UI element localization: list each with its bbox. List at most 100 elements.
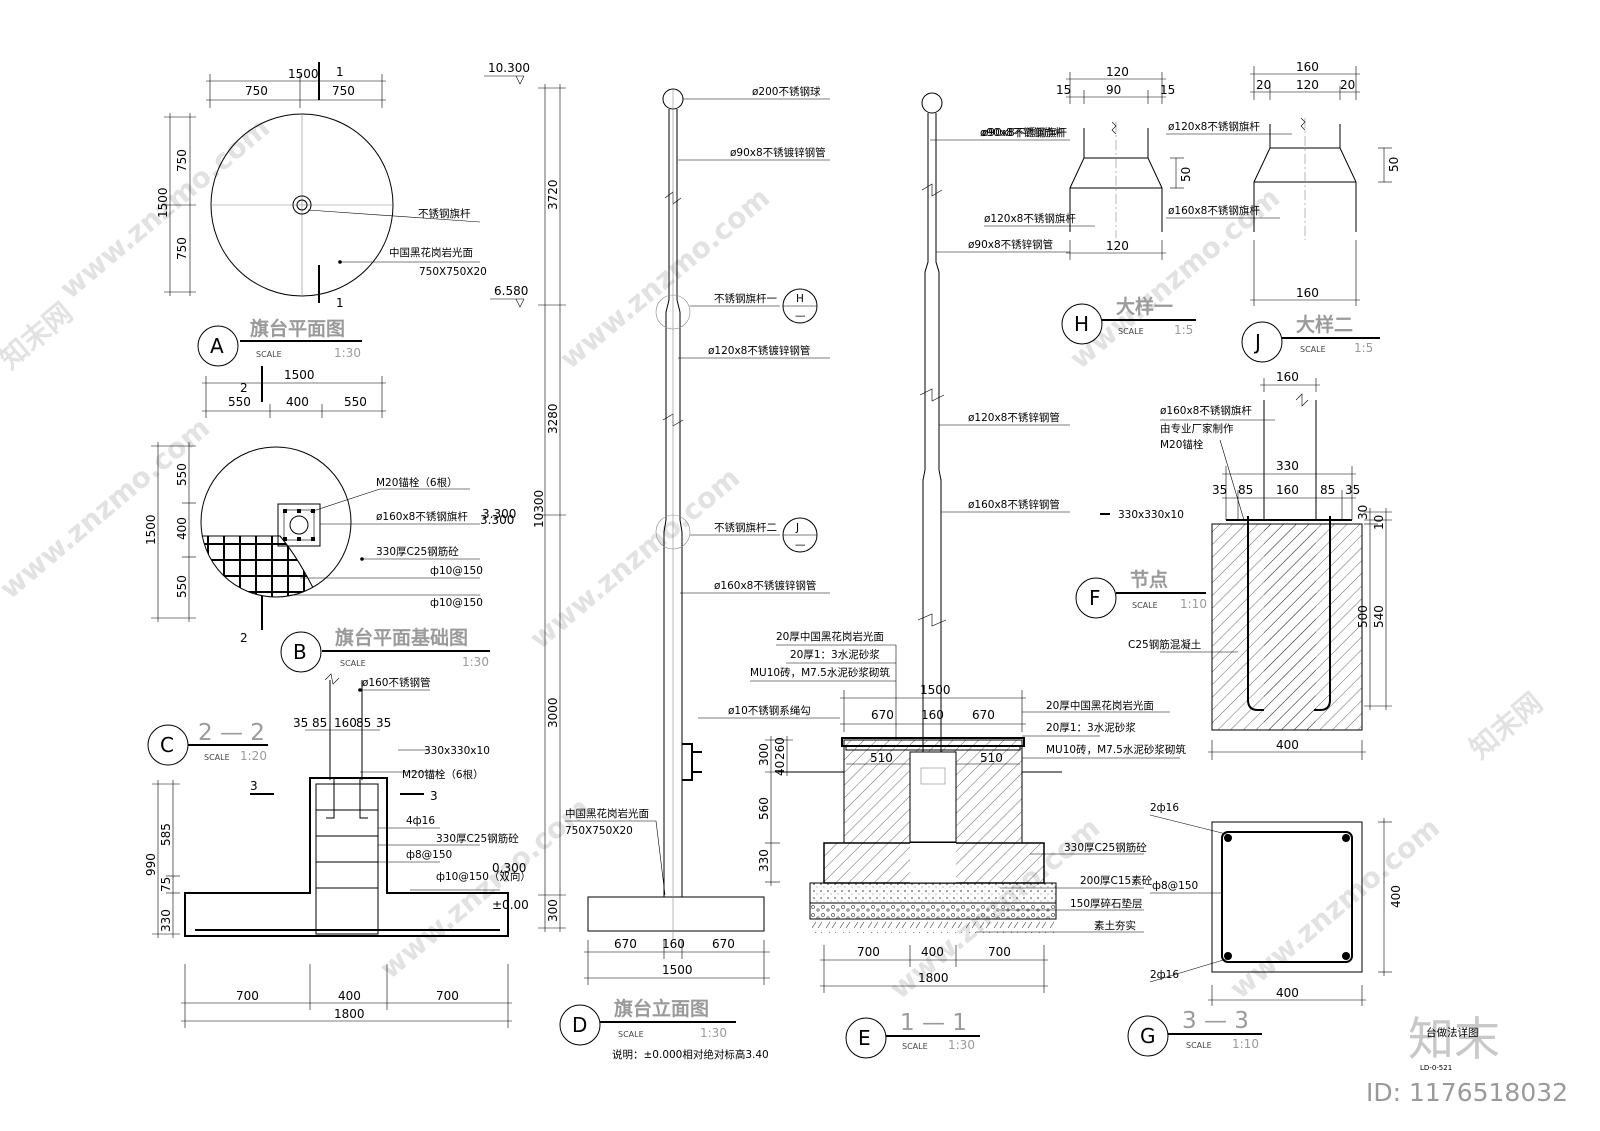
view-h-bubble [1061, 303, 1103, 345]
dim-a-left: 750 [245, 84, 268, 98]
watermark-text: 知末网 [0, 296, 79, 375]
dim-b-1: 550 [228, 395, 251, 409]
level-d-mid: 6.580 [494, 284, 528, 298]
dim-d-3720: 3720 [546, 179, 560, 210]
dim-b-5: 400 [175, 517, 189, 540]
dim-f-30: 30 [1356, 505, 1370, 520]
dim-j-20b: 20 [1340, 78, 1355, 92]
dim-h-120: 120 [1106, 65, 1129, 79]
view-j-detail: 160 20 120 20 50 160 ø120x8不锈钢旗杆 ø160x8不… [1166, 60, 1401, 363]
dim-b-3: 550 [344, 395, 367, 409]
watermark-text: www.znzmo.com [523, 461, 746, 655]
dim-e-1800: 1800 [918, 971, 949, 985]
label-e-r2: 20厚1：3水泥砂浆 [1046, 721, 1136, 734]
view-a-scale: 1:30 [334, 346, 361, 360]
dim-f-35a: 35 [1212, 483, 1227, 497]
dim-e-160: 160 [921, 708, 944, 722]
label-f-anchor: M20锚栓 [1160, 438, 1204, 451]
dim-b-total: 1500 [284, 368, 315, 382]
dim-f-500: 500 [1356, 605, 1370, 628]
level-d-top: 10.300 [488, 61, 530, 75]
dim-f-35b: 35 [1345, 483, 1360, 497]
dim-a-total: 1500 [288, 67, 319, 81]
dim-c-330: 330 [159, 909, 173, 932]
ref-d-h: H [796, 293, 804, 305]
view-d-scale-word: SCALE [618, 1030, 644, 1039]
rope-hook [682, 743, 702, 781]
dim-c-990: 990 [144, 853, 158, 876]
image-id: ID: 1176518032 [1366, 1078, 1568, 1107]
drawing-title-small: 台做法详图 [1426, 1026, 1479, 1039]
dim-h-15a: 15 [1056, 83, 1071, 97]
dim-a-right: 750 [332, 84, 355, 98]
view-a-letter: A [210, 334, 224, 358]
compacted-soil [810, 919, 1056, 933]
dim-g-width: 400 [1276, 986, 1299, 1000]
view-a-title: 旗台平面图 [250, 317, 345, 340]
dim-f-10: 10 [1372, 515, 1386, 530]
dim-d-300: 300 [546, 899, 560, 922]
flagpole-section [292, 195, 312, 215]
view-c-section: C 2 — 2 SCALE 1:20 ø160不锈钢管 35 85 160 85… [144, 673, 531, 1028]
view-c-section: 2 — 2 [198, 720, 265, 746]
level-b: 3.300 [480, 513, 514, 527]
dim-e-1500: 1500 [920, 683, 951, 697]
view-g-bubble [1127, 1015, 1169, 1057]
dim-f-330: 330 [1276, 459, 1299, 473]
cut-mark-b-bottom: 2 [240, 631, 248, 645]
dim-e-700a: 700 [857, 945, 880, 959]
dim-e-670a: 670 [871, 708, 894, 722]
dim-e-260: 260 [773, 737, 787, 760]
label-e-pole90: ø90x8不锈钢旗杆 [980, 126, 1066, 139]
dim-b-height: 1500 [144, 514, 158, 545]
view-d-title: 旗台立面图 [614, 997, 709, 1020]
dim-b-4: 550 [175, 463, 189, 486]
label-e-l2: 20厚1：3水泥砂浆 [790, 648, 880, 661]
dim-c-35b: 35 [376, 716, 391, 730]
label-d-granite: 中国黑花岗岩光面 [565, 807, 649, 820]
label-c-stirrup: ф8@150 [406, 849, 452, 861]
dim-e-510b: 510 [980, 751, 1003, 765]
drawing-number: LD-0-521 [1420, 1064, 1452, 1072]
view-b-letter: B [293, 640, 307, 664]
dim-a-down: 750 [175, 237, 189, 260]
platform-base [587, 896, 765, 932]
level-c-300: 0.300 [492, 861, 526, 875]
label-d-pipe120: ø120x8不锈镀锌钢管 [708, 344, 810, 357]
steel-ball-e [921, 92, 943, 114]
view-h-detail: 120 15 90 15 50 120 ø90x8不锈钢旗杆 ø120x8不锈钢… [982, 65, 1196, 345]
dim-j-bottom: 160 [1296, 286, 1319, 300]
label-e-f4: 素土夯实 [1094, 919, 1136, 932]
pole-section-b [289, 515, 309, 535]
level-d-low: 3.300 [482, 507, 516, 521]
cut-mark-b-top: 2 [240, 381, 248, 395]
cut-mark-c-right: 3 [430, 789, 438, 803]
cut-mark-a-top: 1 [336, 65, 344, 79]
view-f-letter: F [1089, 586, 1101, 610]
dim-e-670b: 670 [972, 708, 995, 722]
level-c-000: ±0.00 [492, 898, 529, 912]
dim-h-bottom: 120 [1106, 239, 1129, 253]
dim-f-160: 160 [1276, 370, 1299, 384]
label-e-l1: 20厚中国黑花岗岩光面 [776, 630, 884, 643]
view-g-scale-word: SCALE [1186, 1041, 1212, 1050]
label-d-pole2: 不锈钢旗杆二 [714, 521, 777, 534]
dim-e-560: 560 [757, 797, 771, 820]
dim-c-85a: 85 [312, 716, 327, 730]
view-c-scale: 1:20 [240, 749, 267, 763]
dim-c-1800: 1800 [334, 1007, 365, 1021]
view-j-bubble [1241, 321, 1283, 363]
label-b-rebar1: ф10@150 [430, 565, 483, 577]
dim-f-160b: 160 [1276, 483, 1299, 497]
dim-c-160: 160 [334, 716, 357, 730]
view-e-scale: 1:30 [948, 1038, 975, 1052]
dim-f-400: 400 [1276, 738, 1299, 752]
dim-b-6: 550 [175, 575, 189, 598]
label-e-r3: MU10砖，M7.5水泥砂浆砌筑 [1046, 743, 1186, 756]
dim-e-330: 330 [757, 849, 771, 872]
pier-rebar-cage [315, 783, 379, 935]
label-e-pipe120: ø120x8不锈锌钢管 [968, 411, 1060, 424]
dim-e-510a: 510 [870, 751, 893, 765]
brand-corner: 知末 台做法详图 LD-0-521 ID: 1176518032 [1366, 1012, 1568, 1107]
